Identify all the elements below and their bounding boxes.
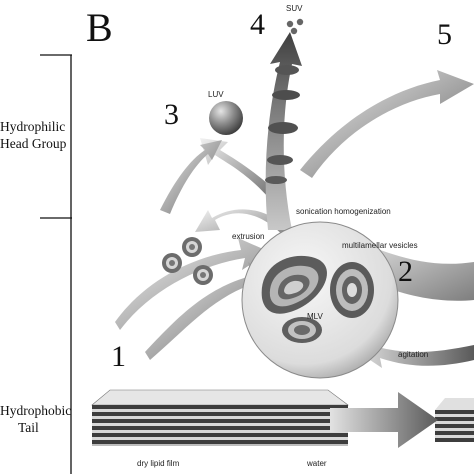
left-bracket <box>40 54 72 474</box>
dry-film-label: dry lipid film <box>137 459 180 468</box>
arrow-agitation <box>355 338 474 368</box>
step-5-label: 5 <box>437 18 452 51</box>
sonication-discs <box>265 65 300 184</box>
luv-label: LUV <box>208 90 224 99</box>
water-label: water <box>307 459 327 468</box>
extrusion-label: extrusion <box>232 232 265 241</box>
swoosh-arrow-mid <box>115 238 270 330</box>
suv-label: SUV <box>286 4 303 13</box>
suv-dots <box>286 18 304 35</box>
multilamellar-vesicle-large <box>261 255 327 314</box>
sonication-label: sonication homogenization <box>296 207 391 216</box>
extruded-vesicles <box>162 237 213 285</box>
multilamellar-vesicle-right <box>330 262 374 318</box>
head-group-label-line2: Head Group <box>0 136 67 151</box>
step-2-label: 2 <box>398 255 413 288</box>
tail-label-line1: Hydrophobic <box>0 403 72 418</box>
step-3-label: 3 <box>164 98 179 131</box>
agitation-label: agitation <box>398 350 429 359</box>
multilamellar-vesicle-small <box>282 317 322 343</box>
arrow-to-step-5 <box>300 70 474 178</box>
step-1-label: 1 <box>111 340 126 373</box>
arrow-extruded-to-3 <box>160 140 222 214</box>
luv-sphere <box>209 101 243 135</box>
head-group-label-line1: Hydrophilic <box>0 119 66 134</box>
hydrated-film-stack <box>435 398 474 442</box>
swoosh-arrow-left <box>145 262 280 360</box>
multilamellar-label: multilamellar vesicles <box>342 241 418 250</box>
panel-label: B <box>86 5 113 50</box>
tail-label-line2: Tail <box>18 420 39 435</box>
step-4-label: 4 <box>250 8 265 41</box>
mlv-label: MLV <box>307 312 323 321</box>
arrow-to-luv <box>200 138 285 205</box>
dry-lipid-film-stack <box>91 389 349 446</box>
hydration-arrow <box>330 392 438 448</box>
